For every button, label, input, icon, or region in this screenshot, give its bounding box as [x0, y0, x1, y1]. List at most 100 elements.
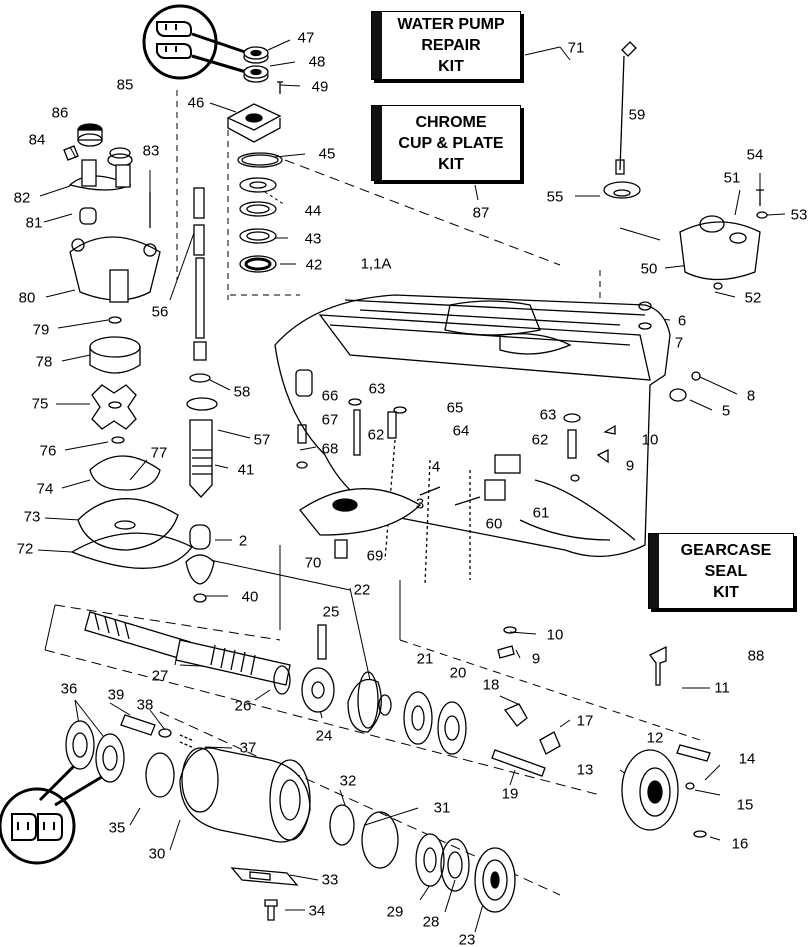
callout-label: 5 [721, 402, 731, 420]
callout-label: 67 [321, 411, 339, 429]
callout-label: 32 [339, 772, 357, 790]
callout-label: 22 [353, 581, 371, 599]
callout-label: 82 [13, 189, 31, 207]
callout-label: 77 [150, 444, 168, 462]
callout-label: 69 [366, 547, 384, 565]
clip-detail-bottom [0, 758, 106, 865]
kit-box-bar [372, 12, 382, 79]
callout-label: 20 [449, 664, 467, 682]
callout-label: 10 [546, 626, 564, 644]
callout-label: 65 [446, 399, 464, 417]
callout-label: 56 [151, 303, 169, 321]
callout-label: 35 [108, 819, 126, 837]
callout-label: 42 [305, 256, 323, 274]
callout-label: 12 [646, 729, 664, 747]
callout-label: 31 [433, 799, 451, 817]
callout-label: 40 [241, 588, 259, 606]
callout-label: 41 [237, 461, 255, 479]
callout-label: 86 [51, 104, 69, 122]
kit-line: SEAL [704, 562, 748, 580]
kit-line: CHROME [415, 113, 487, 131]
kit-line: CUP & PLATE [398, 134, 504, 152]
callout-label: 43 [304, 230, 322, 248]
callout-label: 85 [116, 76, 134, 94]
callout-label: 44 [304, 202, 322, 220]
callout-label: 72 [16, 540, 34, 558]
callout-label: 83 [142, 142, 160, 160]
callout-label: 7 [674, 334, 684, 352]
callout-label: 63 [539, 406, 557, 424]
callout-label: 39 [107, 686, 125, 704]
clip-detail-top [142, 4, 247, 80]
kit-box-bar [649, 534, 659, 608]
callout-label: 49 [311, 78, 329, 96]
callout-label: 88 [747, 647, 765, 665]
callout-label: 15 [736, 796, 754, 814]
upper-right-parts [603, 41, 768, 290]
kit-box-bar [372, 106, 382, 180]
callout-label: 68 [321, 440, 339, 458]
callout-label: 87 [472, 204, 490, 222]
gearcase-housing [274, 294, 701, 659]
kit-line: KIT [713, 583, 739, 601]
callout-label: 63 [368, 380, 386, 398]
callout-label: 10 [641, 431, 659, 449]
callout-label: 47 [297, 29, 315, 47]
callout-label: 59 [628, 106, 646, 124]
kit-line: REPAIR [421, 37, 481, 54]
kit-box-label: CHROME CUP & PLATE KIT [384, 106, 518, 180]
callout-label: 58 [233, 383, 251, 401]
callout-label: 57 [253, 431, 271, 449]
callout-label: 27 [151, 667, 169, 685]
callout-label: 4 [431, 458, 441, 476]
callout-label: 70 [304, 554, 322, 572]
callout-label: 18 [482, 676, 500, 694]
callout-label: 9 [625, 457, 635, 475]
callout-label: 55 [546, 188, 564, 206]
kit-line: KIT [438, 155, 464, 173]
callout-label: 51 [723, 169, 741, 187]
callout-label: 37 [239, 739, 257, 757]
callout-label: 71 [567, 39, 585, 57]
callout-label: 25 [322, 603, 340, 621]
callout-label: 52 [744, 289, 762, 307]
callout-label: 64 [452, 422, 470, 440]
chrome-cup-kit-box: CHROME CUP & PLATE KIT [371, 105, 521, 181]
callout-label: 6 [677, 312, 687, 330]
callout-label: 84 [28, 131, 46, 149]
callout-label: 11 [714, 679, 730, 697]
callout-label: 33 [321, 871, 339, 889]
callout-label: 81 [25, 214, 43, 232]
propshaft-parts [65, 611, 711, 921]
callout-label: 21 [416, 650, 434, 668]
callout-label: 78 [35, 353, 53, 371]
callout-label: 24 [315, 727, 333, 745]
callout-label: 29 [386, 903, 404, 921]
callout-label: 2 [238, 532, 248, 550]
water-pump-kit-box: WATER PUMP REPAIR KIT [371, 11, 521, 80]
callout-label: 3 [415, 495, 425, 513]
callout-label: 79 [32, 321, 50, 339]
callout-label: 76 [39, 442, 57, 460]
kit-line: GEARCASE [680, 541, 772, 559]
gearcase-seal-kit-box: GEARCASE SEAL KIT [648, 533, 794, 609]
driveshaft-parts [185, 187, 218, 603]
callout-label: 28 [422, 913, 440, 931]
callout-label: 38 [136, 696, 154, 714]
callout-label: 1,1A [360, 255, 392, 273]
kit-box-label: GEARCASE SEAL KIT [661, 534, 791, 608]
callout-label: 26 [234, 697, 252, 715]
callout-label: 16 [731, 835, 749, 853]
callout-label: 46 [187, 94, 205, 112]
callout-label: 73 [23, 508, 41, 526]
callout-label: 60 [485, 515, 503, 533]
callout-label: 9 [531, 650, 541, 668]
callout-label: 45 [318, 145, 336, 163]
callout-label: 62 [531, 431, 549, 449]
callout-label: 30 [148, 845, 166, 863]
kit-box-label: WATER PUMP REPAIR KIT [384, 12, 518, 79]
callout-label: 75 [31, 395, 49, 413]
callout-label: 62 [367, 426, 385, 444]
